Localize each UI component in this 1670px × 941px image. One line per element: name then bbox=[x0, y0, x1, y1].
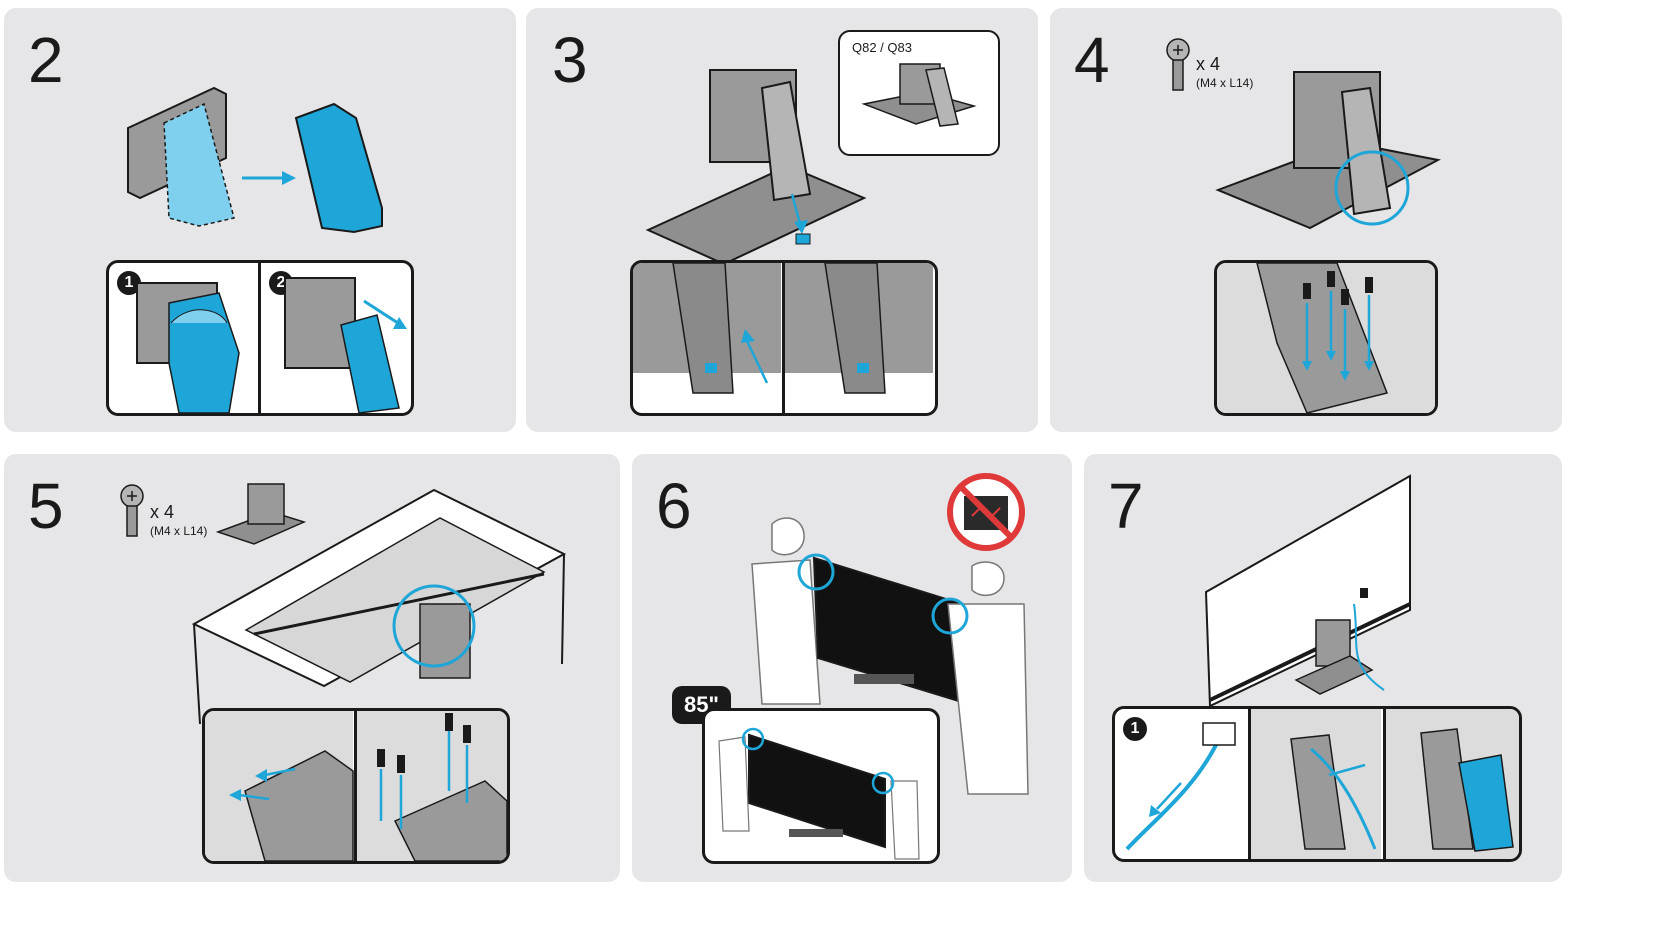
stand-screw-location-illustration bbox=[1215, 71, 1441, 230]
step-4-detail-inset bbox=[1214, 260, 1438, 416]
step-number: 5 bbox=[28, 470, 64, 542]
screw-quantity: x 4 bbox=[150, 502, 175, 522]
step-number: 4 bbox=[1074, 24, 1110, 96]
cable-clip-steps-illustration bbox=[1125, 709, 1519, 859]
stand-base-assembly-illustration bbox=[645, 69, 867, 266]
screw-icon bbox=[120, 484, 144, 537]
step-number: 6 bbox=[656, 470, 692, 542]
screw-quantity: x 4 bbox=[1196, 54, 1221, 74]
model-variant-callout: Q82 / Q83 bbox=[838, 30, 1000, 156]
two-people-lifting-tv-illustration bbox=[751, 517, 1029, 795]
stand-insert-illustration bbox=[633, 263, 933, 394]
step-number: 7 bbox=[1108, 470, 1144, 542]
step-4-panel: 4 x 4 (M4 x L14) bbox=[1050, 8, 1562, 432]
tv-cable-routing-illustration bbox=[1204, 474, 1411, 708]
step-2-panel: 2 1 2 bbox=[4, 8, 516, 432]
stand-mounting-illustration bbox=[205, 711, 507, 861]
step-2-detail-inset: 1 2 bbox=[106, 260, 414, 416]
step-3-detail-inset: 1 2 bbox=[630, 260, 938, 416]
screw-icon bbox=[1166, 38, 1190, 91]
step-3-panel: 3 Q82 / Q83 1 2 bbox=[526, 8, 1038, 432]
screen-size-tag: 85" bbox=[672, 686, 731, 724]
screw-spec: (M4 x L14) bbox=[150, 524, 208, 538]
screw-insertion-illustration bbox=[1217, 263, 1435, 413]
four-people-lifting-tv-illustration bbox=[718, 727, 920, 860]
step-7-panel: 7 1 2 3 bbox=[1084, 454, 1562, 882]
model-label: Q82 / Q83 bbox=[852, 40, 912, 55]
step-6-detail-inset bbox=[702, 708, 940, 864]
step-5-detail-inset: 1 2 bbox=[202, 708, 510, 864]
screw-spec: (M4 x L14) bbox=[1196, 76, 1254, 90]
q82-stand-illustration bbox=[861, 63, 977, 127]
tv-on-table-illustration bbox=[191, 483, 567, 725]
sub-step-badge: 1 bbox=[1123, 717, 1147, 741]
hand-attach-illustration bbox=[136, 277, 407, 413]
step-number: 3 bbox=[552, 24, 588, 96]
step-6-panel: 6 85" bbox=[632, 454, 1072, 882]
stand-neck-cover-illustration bbox=[127, 86, 383, 234]
no-touching-screen-icon bbox=[947, 473, 1025, 551]
step-5-panel: 5 x 4 (M4 x L14) 1 2 bbox=[4, 454, 620, 882]
step-number: 2 bbox=[28, 24, 64, 96]
step-7-detail-inset: 1 2 3 bbox=[1112, 706, 1522, 862]
